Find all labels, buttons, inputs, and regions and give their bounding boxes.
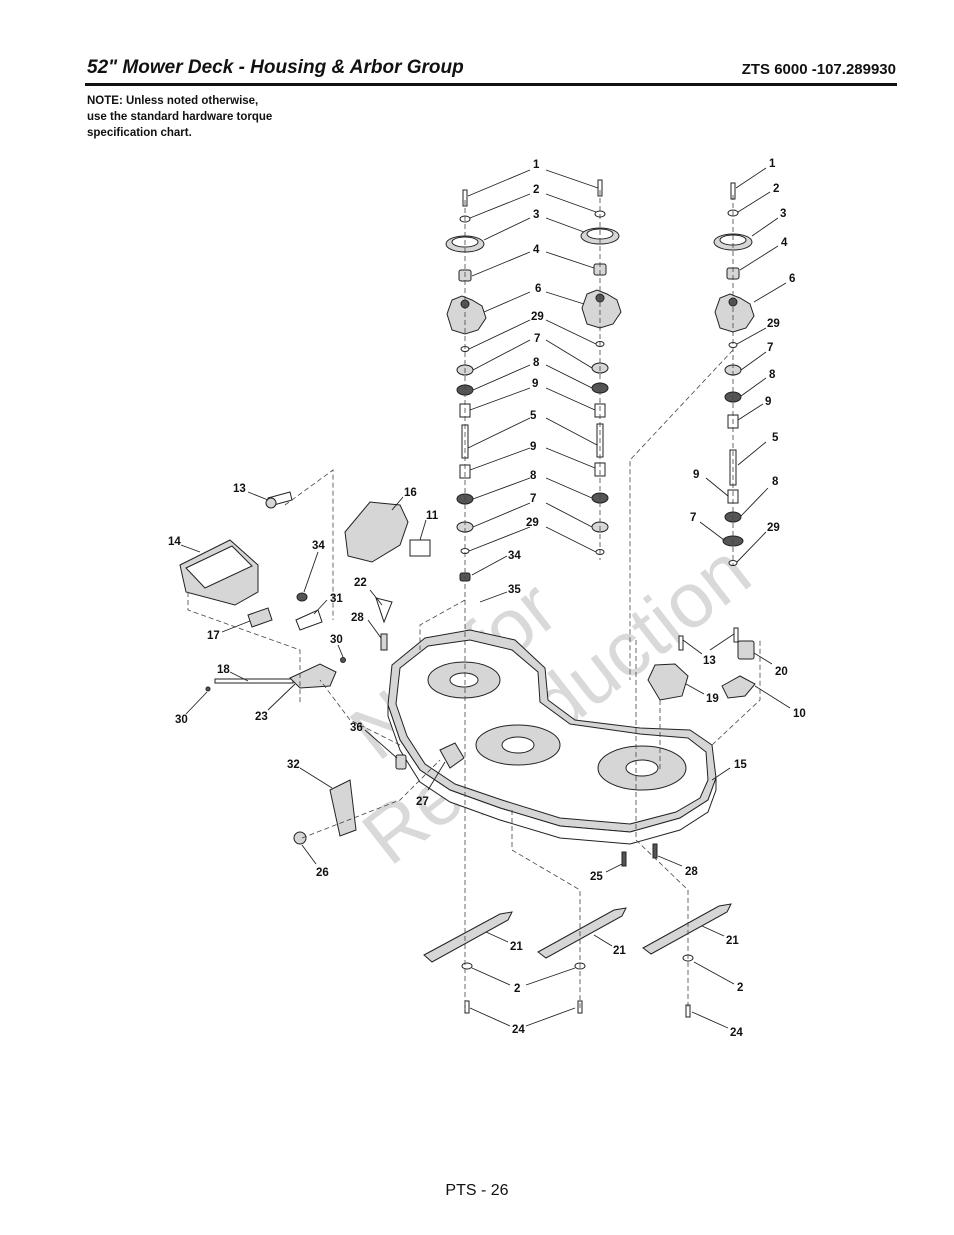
blade-right — [642, 903, 732, 955]
callout: 2 — [533, 184, 539, 196]
callout: 5 — [772, 432, 779, 444]
deck-hardware-right — [621, 627, 756, 867]
callout: 24 — [512, 1024, 525, 1036]
callout: 7 — [690, 512, 696, 524]
callout: 21 — [726, 935, 739, 947]
callout: 8 — [530, 470, 537, 482]
blade-center — [537, 907, 627, 959]
blade-left — [423, 911, 513, 963]
callout: 34 — [312, 540, 325, 552]
callout: 3 — [780, 208, 786, 220]
belt-cover — [179, 539, 259, 606]
callout: 7 — [534, 333, 540, 345]
callout: 8 — [533, 357, 540, 369]
blade-hardware — [461, 954, 694, 1018]
callout: 30 — [175, 714, 188, 726]
callout: 32 — [287, 759, 300, 771]
callout: 9 — [532, 378, 538, 390]
callout: 1 — [533, 159, 540, 171]
arbor-stack-left — [445, 189, 487, 582]
callout: 18 — [217, 664, 230, 676]
torque-note: NOTE: Unless noted otherwise, use the st… — [87, 93, 272, 141]
callout: 22 — [354, 577, 367, 589]
callout: 4 — [533, 244, 540, 256]
deck-hardware-left — [205, 491, 465, 845]
callout: 3 — [533, 209, 539, 221]
callout: 27 — [416, 796, 429, 808]
callout: 8 — [769, 369, 776, 381]
model-number: ZTS 6000 -107.289930 — [741, 61, 896, 78]
callout: 29 — [767, 318, 780, 330]
callout: 17 — [207, 630, 220, 642]
callout: 2 — [514, 983, 520, 995]
note-line: NOTE: Unless noted otherwise, — [87, 95, 259, 107]
callout: 11 — [426, 510, 439, 522]
callout: 29 — [767, 522, 780, 534]
assembly-lines — [187, 190, 761, 1010]
callout: 19 — [706, 693, 719, 705]
callout: 9 — [693, 469, 699, 481]
callout: 25 — [590, 871, 603, 883]
callout: 20 — [775, 666, 788, 678]
note-line: use the standard hardware torque — [87, 111, 273, 123]
callout: 30 — [330, 634, 343, 646]
callout: 34 — [508, 550, 521, 562]
callout: 8 — [772, 476, 779, 488]
callout: 13 — [233, 483, 246, 495]
callout: 14 — [168, 536, 181, 548]
callout: 7 — [767, 342, 773, 354]
callout: 2 — [737, 982, 743, 994]
callout: 9 — [765, 396, 771, 408]
callout: 15 — [734, 759, 747, 771]
deck-housing — [387, 629, 717, 845]
page-title: 52" Mower Deck - Housing & Arbor Group — [87, 57, 464, 78]
callout: 35 — [508, 584, 521, 596]
callout: 10 — [793, 708, 806, 720]
callout: 1 — [769, 158, 776, 170]
callout: 29 — [531, 311, 544, 323]
callout: 13 — [703, 655, 716, 667]
callout: 6 — [789, 273, 795, 285]
callout-labels: 1 2 3 4 6 29 7 8 9 5 9 8 7 29 34 35 1 2 … — [168, 158, 806, 1039]
callout: 16 — [404, 487, 417, 499]
leader-lines — [180, 167, 791, 1029]
callout: 6 — [535, 283, 541, 295]
callout: 31 — [330, 593, 343, 605]
callout: 36 — [350, 722, 363, 734]
callout: 29 — [526, 517, 539, 529]
callout: 4 — [781, 237, 788, 249]
callout: 21 — [613, 945, 626, 957]
callout: 24 — [730, 1027, 743, 1039]
arbor-stack-center — [580, 179, 622, 555]
callout: 26 — [316, 867, 329, 879]
callout: 7 — [530, 493, 536, 505]
callout: 9 — [530, 441, 536, 453]
note-line: specification chart. — [87, 127, 192, 139]
belt-guard — [344, 501, 431, 563]
callout: 2 — [773, 183, 779, 195]
header-rule — [85, 83, 897, 86]
callout: 21 — [510, 941, 523, 953]
page-number: PTS - 26 — [445, 1182, 509, 1199]
callout: 5 — [530, 410, 537, 422]
callout: 28 — [685, 866, 698, 878]
callout: 23 — [255, 711, 268, 723]
callout: 28 — [351, 612, 364, 624]
